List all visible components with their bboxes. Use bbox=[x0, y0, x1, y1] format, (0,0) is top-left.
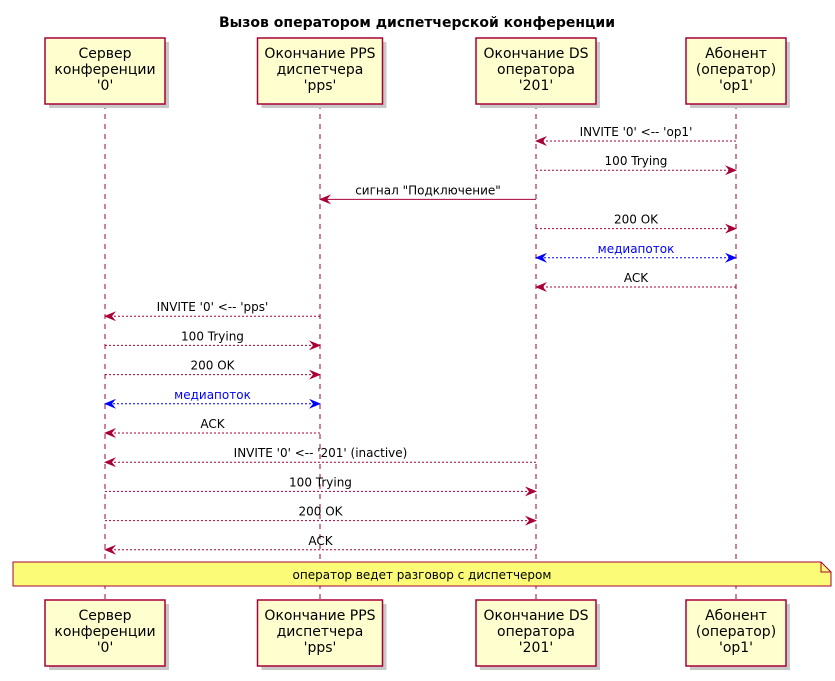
participant-label-bottom-conf: '0' bbox=[97, 640, 114, 656]
message-label-5: медиапоток bbox=[598, 242, 675, 256]
participant-label-top-ds: оператора bbox=[497, 62, 575, 78]
participant-label-bottom-pps: диспетчера bbox=[277, 624, 364, 640]
message-label-3: сигнал "Подключение" bbox=[355, 183, 501, 197]
participant-label-top-op: 'op1' bbox=[719, 78, 753, 94]
participant-label-bottom-op: (оператор) bbox=[696, 624, 776, 640]
diagram-title: Вызов оператором диспетчерской конференц… bbox=[219, 15, 615, 31]
participant-box-top-ds bbox=[475, 37, 597, 105]
message-label-14: 200 OK bbox=[298, 505, 343, 519]
participant-box-top-op bbox=[685, 37, 787, 105]
participant-label-bottom-op: Абонент bbox=[705, 608, 767, 624]
message-label-8: 100 Trying bbox=[181, 329, 244, 343]
message-label-9: 200 OK bbox=[190, 359, 235, 373]
participant-label-top-pps: Окончание PPS bbox=[264, 46, 375, 62]
message-label-2: 100 Trying bbox=[605, 154, 668, 168]
participant-box-top-conf bbox=[44, 37, 166, 105]
participant-box-bottom-op bbox=[685, 599, 787, 667]
participant-label-bottom-ds: оператора bbox=[497, 624, 575, 640]
participant-label-bottom-pps: 'pps' bbox=[304, 640, 337, 656]
participant-box-bottom-pps bbox=[256, 599, 384, 667]
participant-label-bottom-op: 'op1' bbox=[719, 640, 753, 656]
participant-label-top-conf: конференции bbox=[54, 62, 155, 78]
note-box bbox=[12, 561, 832, 587]
message-label-10: медиапоток bbox=[174, 388, 251, 402]
message-label-11: ACK bbox=[200, 417, 225, 431]
participant-label-top-pps: диспетчера bbox=[277, 62, 364, 78]
note-fold bbox=[820, 562, 831, 573]
participant-label-bottom-conf: Сервер bbox=[78, 608, 131, 624]
message-label-7: INVITE '0' <-- 'pps' bbox=[157, 300, 269, 314]
participant-label-top-conf: '0' bbox=[97, 78, 114, 94]
participant-label-top-ds: Окончание DS bbox=[483, 46, 588, 62]
message-label-13: 100 Trying bbox=[289, 475, 352, 489]
participant-label-top-conf: Сервер bbox=[78, 46, 131, 62]
participant-label-bottom-conf: конференции bbox=[54, 624, 155, 640]
message-label-4: 200 OK bbox=[614, 213, 659, 227]
participant-label-bottom-pps: Окончание PPS bbox=[264, 608, 375, 624]
participant-label-top-ds: '201' bbox=[519, 78, 553, 94]
participant-label-top-op: Абонент bbox=[705, 46, 767, 62]
message-label-6: ACK bbox=[624, 271, 649, 285]
participant-label-bottom-ds: '201' bbox=[519, 640, 553, 656]
participant-label-top-op: (оператор) bbox=[696, 62, 776, 78]
note-text: оператор ведет разговор с диспетчером bbox=[293, 568, 552, 582]
participant-box-top-pps bbox=[256, 37, 384, 105]
participant-box-bottom-conf bbox=[44, 599, 166, 667]
message-label-1: INVITE '0' <-- 'op1' bbox=[580, 125, 693, 139]
participant-label-top-pps: 'pps' bbox=[304, 78, 337, 94]
message-label-15: ACK bbox=[308, 534, 333, 548]
participant-box-bottom-ds bbox=[475, 599, 597, 667]
message-label-12: INVITE '0' <-- '201' (inactive) bbox=[234, 446, 408, 460]
participant-label-bottom-ds: Окончание DS bbox=[483, 608, 588, 624]
